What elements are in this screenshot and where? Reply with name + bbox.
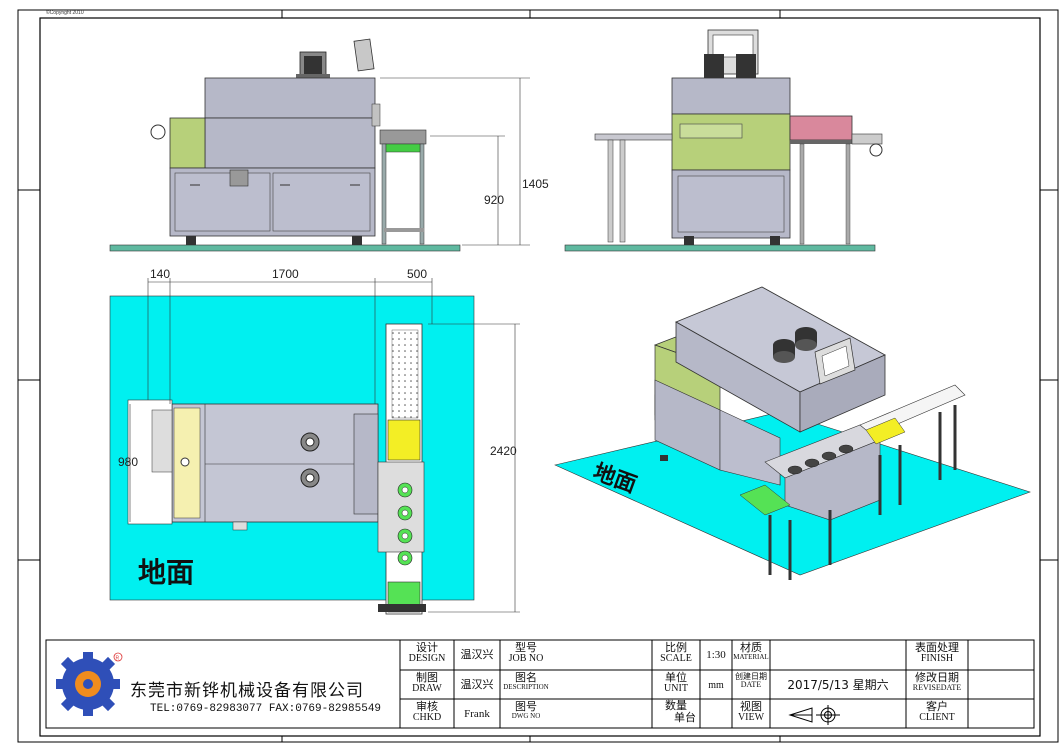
front-view (109, 38, 461, 252)
dim-height-total: 1405 (522, 177, 549, 191)
design-value: 温汉兴 (460, 648, 494, 661)
inner-frame (39, 17, 1041, 737)
dwg-cn: 图号 (515, 700, 537, 713)
qty-sub: 单台 (674, 710, 696, 724)
top-view (109, 295, 475, 615)
side-view (564, 29, 883, 252)
unit-value: mm (708, 680, 724, 691)
client-cn: 客户 (926, 700, 948, 713)
chkd-en: CHKD (412, 711, 442, 723)
qty-cn: 数量 (665, 699, 687, 712)
front-dimension-lines (380, 77, 530, 246)
revise-header: 修改日期 REVISEDATE (907, 672, 967, 692)
zone-ticks (18, 10, 1058, 742)
unit-cn: 单位 (665, 671, 687, 684)
job-header: 型号 JOB NO (501, 642, 551, 664)
svg-text:R: R (116, 656, 120, 662)
design-en: DESIGN (408, 652, 446, 664)
description-header: 图名 DESCRIPTION (501, 672, 551, 691)
created-cn: 创建日期 (735, 672, 767, 681)
top-dimension-lines (129, 278, 520, 613)
chkd-value: Frank (464, 708, 490, 720)
scale-value: 1:30 (706, 649, 726, 661)
scale-cn: 比例 (665, 641, 687, 654)
revise-cn: 修改日期 (915, 671, 959, 684)
created-value: 2017/5/13 星期六 (787, 678, 889, 692)
client-header: 客户 CLIENT (907, 701, 967, 723)
finish-cn: 表面处理 (915, 641, 959, 654)
material-header: 材质 MATERIAL (733, 642, 769, 661)
dim-height-conveyor: 920 (484, 193, 504, 207)
dwg-header: 图号 DWG NO (501, 701, 551, 720)
company-contact: TEL:0769-82983077 FAX:0769-82985549 (150, 703, 382, 715)
dim-depth-body: 980 (118, 455, 138, 469)
scale-header: 比例 SCALE (653, 642, 699, 664)
unit-header: 单位 UNIT (653, 672, 699, 694)
created-en: DATE (740, 680, 762, 690)
copyright-note: ©Copyright 2010 (46, 10, 84, 16)
dim-length-total: 2420 (490, 444, 517, 458)
draw-en: DRAW (412, 682, 442, 694)
draw-cn: 制图 (416, 671, 438, 684)
ground-slab-side (564, 244, 876, 252)
draw-value: 温汉兴 (460, 678, 494, 691)
material-en: MATERIAL (733, 652, 769, 661)
dim-width-body: 1700 (272, 267, 299, 281)
ground-slab-front (109, 244, 461, 252)
draw-header: 制图 DRAW (401, 672, 453, 694)
dim-width-feed: 140 (150, 267, 170, 281)
view-en: VIEW (737, 711, 765, 723)
dwg-en: DWG NO (511, 711, 541, 720)
design-cn: 设计 (416, 641, 438, 654)
title-block-lines (45, 639, 1035, 729)
job-cn: 型号 (515, 641, 537, 654)
material-cn: 材质 (740, 641, 762, 654)
dim-width-conveyor: 500 (407, 267, 427, 281)
isometric-view: 地面 (554, 286, 1031, 580)
ground-label-top: 地面 (138, 556, 194, 589)
design-header: 设计 DESIGN (401, 642, 453, 664)
chkd-header: 审核 CHKD (401, 701, 453, 723)
revise-en: REVISEDATE (912, 682, 962, 692)
company-name: 东莞市新铧机械设备有限公司 (130, 681, 364, 701)
projection-symbol-icon (788, 705, 840, 725)
description-en: DESCRIPTION (503, 682, 549, 691)
view-cn: 视图 (740, 700, 762, 713)
client-en: CLIENT (919, 711, 955, 723)
description-cn: 图名 (515, 671, 537, 684)
qty-header: 数量 单台 (653, 700, 699, 723)
chkd-cn: 审核 (416, 700, 438, 713)
scale-en: SCALE (660, 652, 692, 664)
unit-en: UNIT (664, 682, 688, 694)
created-header: 创建日期 DATE (733, 672, 769, 690)
company-logo-icon: R (56, 652, 123, 716)
outer-frame (17, 9, 1059, 743)
finish-en: FINISH (920, 652, 954, 664)
finish-header: 表面处理 FINISH (907, 642, 967, 664)
job-en: JOB NO (508, 652, 544, 664)
view-header: 视图 VIEW (733, 701, 769, 723)
